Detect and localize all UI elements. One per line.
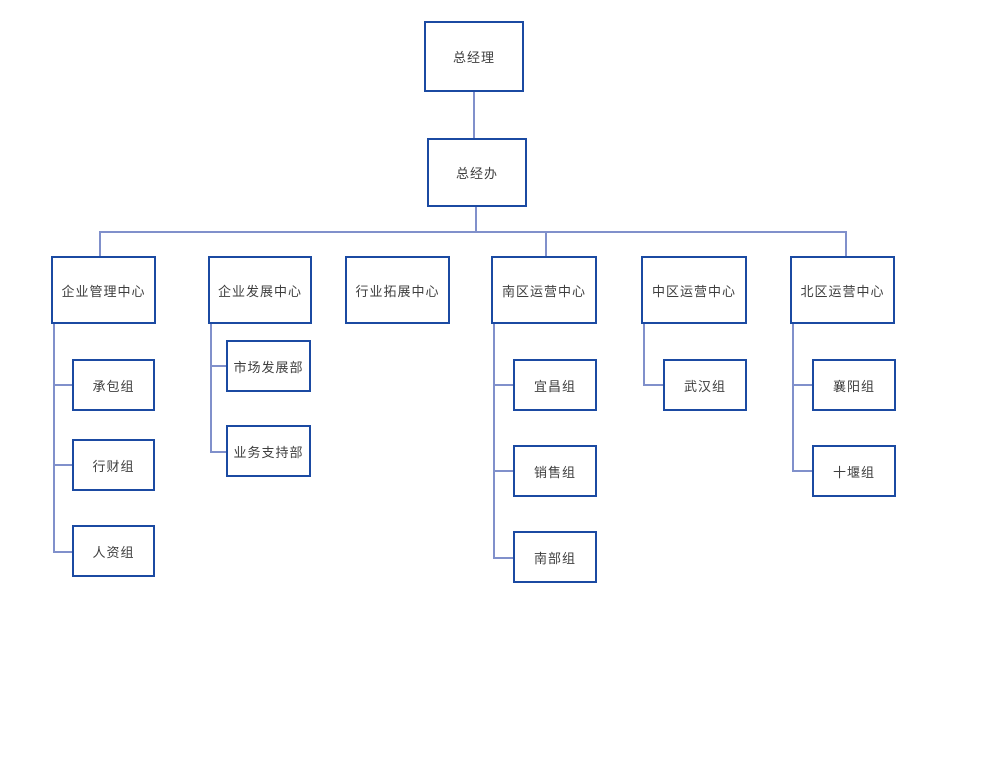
connector-drop-north-center	[845, 231, 847, 256]
node-general-manager[interactable]: 总经理	[424, 21, 524, 92]
connector-stub-contracting	[53, 384, 72, 386]
node-shiyan-group[interactable]: 十堰组	[812, 445, 896, 497]
connector-stub-wuhan	[643, 384, 663, 386]
node-south-group[interactable]: 南部组	[513, 531, 597, 583]
node-biz-support-dept[interactable]: 业务支持部	[226, 425, 311, 477]
connector-stub-xiangyang	[792, 384, 812, 386]
node-sales-group[interactable]: 销售组	[513, 445, 597, 497]
node-central-ops-center[interactable]: 中区运营中心	[641, 256, 747, 324]
connector-stub-market-dev	[210, 365, 226, 367]
node-industry-expansion-center[interactable]: 行业拓展中心	[345, 256, 450, 324]
node-contracting-group[interactable]: 承包组	[72, 359, 155, 411]
node-yichang-group[interactable]: 宜昌组	[513, 359, 597, 411]
connector-office-to-trunk	[475, 207, 477, 232]
connector-stub-south-group	[493, 557, 513, 559]
connector-stub-admin-finance	[53, 464, 72, 466]
connector-drop-mgmt-center	[99, 231, 101, 256]
connector-stub-yichang	[493, 384, 513, 386]
connector-spine-south	[493, 324, 495, 559]
connector-trunk	[99, 231, 847, 233]
connector-stub-biz-support	[210, 451, 226, 453]
node-south-ops-center[interactable]: 南区运营中心	[491, 256, 597, 324]
node-enterprise-dev-center[interactable]: 企业发展中心	[208, 256, 312, 324]
connector-gm-to-office	[473, 92, 475, 138]
connector-spine-mgmt	[53, 324, 55, 553]
connector-stub-hr	[53, 551, 72, 553]
node-gm-office[interactable]: 总经办	[427, 138, 527, 207]
node-north-ops-center[interactable]: 北区运营中心	[790, 256, 895, 324]
node-hr-group[interactable]: 人资组	[72, 525, 155, 577]
node-xiangyang-group[interactable]: 襄阳组	[812, 359, 896, 411]
node-market-dev-dept[interactable]: 市场发展部	[226, 340, 311, 392]
connector-drop-south-center	[545, 231, 547, 256]
node-admin-finance-group[interactable]: 行财组	[72, 439, 155, 491]
connector-spine-dev	[210, 324, 212, 453]
node-wuhan-group[interactable]: 武汉组	[663, 359, 747, 411]
connector-stub-sales	[493, 470, 513, 472]
node-enterprise-mgmt-center[interactable]: 企业管理中心	[51, 256, 156, 324]
connector-spine-north	[792, 324, 794, 472]
connector-stub-shiyan	[792, 470, 812, 472]
connector-spine-central	[643, 324, 645, 386]
